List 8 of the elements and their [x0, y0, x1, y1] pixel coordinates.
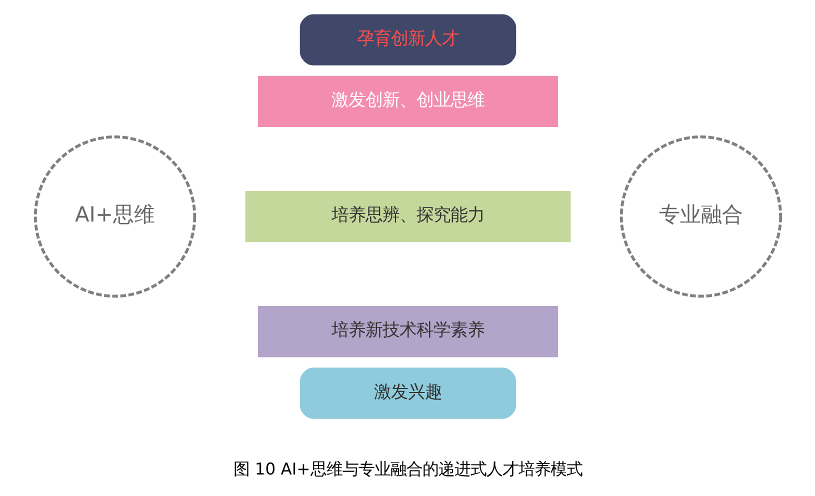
node-box: 孕育创新人才 [298, 12, 517, 66]
node-box: 激发创新、创业思维 [256, 74, 559, 128]
node-box: 培养思辨、探究能力 [244, 189, 572, 243]
node-box: 激发兴趣 [298, 366, 517, 420]
node-circle: AI+思维 [33, 134, 196, 298]
node-circle: 专业融合 [619, 134, 782, 298]
caption: 图 10 AI+思维与专业融合的递进式人才培养模式 [233, 458, 582, 478]
node-box: 培养新技术科学素养 [256, 304, 559, 358]
